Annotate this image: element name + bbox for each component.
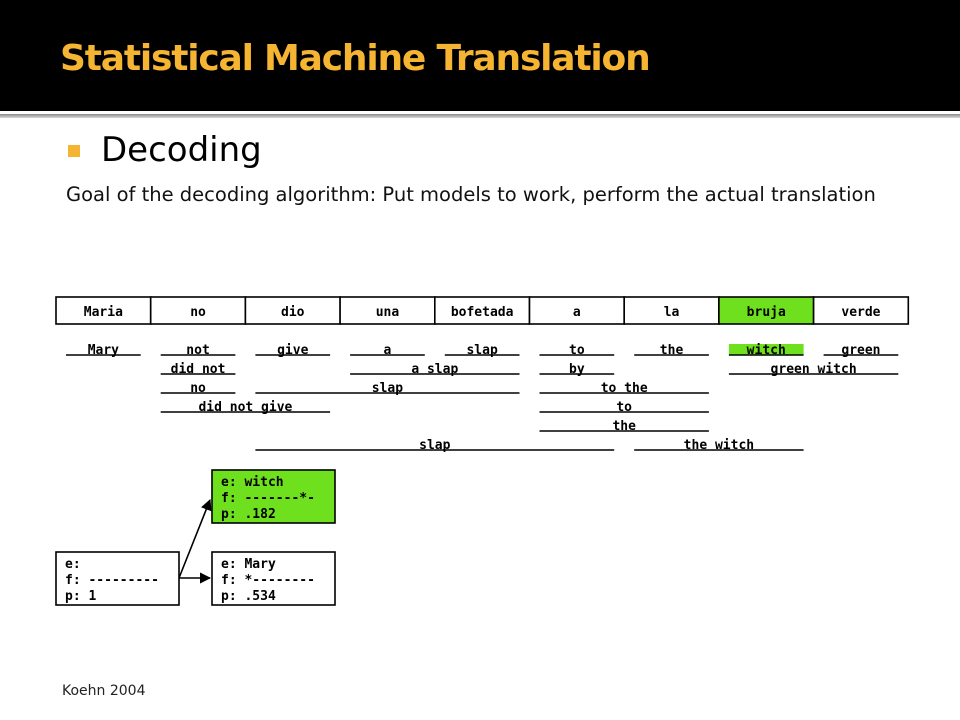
bullet-heading: Decoding xyxy=(101,130,262,170)
title-bar xyxy=(0,0,960,111)
option-no: no xyxy=(190,381,206,396)
option-the: the xyxy=(660,343,684,358)
hypothesis-p-line: p: .534 xyxy=(221,589,276,604)
option-slap: slap xyxy=(372,381,403,396)
option-did-not: did not xyxy=(171,362,226,377)
option-witch: witch xyxy=(747,343,786,358)
source-word: una xyxy=(376,305,400,320)
option-a: a xyxy=(384,343,392,358)
option-did-not-give: did not give xyxy=(198,400,292,415)
source-word: a xyxy=(573,305,581,320)
hypothesis-f-line: f: -------*- xyxy=(221,491,315,506)
slide-title: Statistical Machine Translation xyxy=(60,38,651,79)
source-word: dio xyxy=(281,305,305,320)
hypothesis-f-line: f: *-------- xyxy=(221,573,315,588)
source-cell-no xyxy=(149,296,247,325)
translation-options: Mary not give a slap to the witch green did not a … xyxy=(66,343,899,453)
option-green: green xyxy=(841,343,880,358)
source-cell-bruja xyxy=(718,296,815,325)
hypothesis-e-line: e: Mary xyxy=(221,557,276,572)
hypothesis-initial-frame xyxy=(55,551,180,606)
option-not: not xyxy=(186,343,209,358)
source-word: bruja xyxy=(747,305,786,320)
option-give: give xyxy=(277,343,308,358)
option-to-the: to the xyxy=(601,381,648,396)
body-text: Goal of the decoding algorithm: Put mode… xyxy=(66,183,876,206)
option-slap: slap xyxy=(466,343,497,358)
source-cell-maria xyxy=(55,296,152,325)
option-a-slap: a slap xyxy=(411,362,458,377)
source-word: Maria xyxy=(84,305,123,320)
title-divider xyxy=(0,114,960,118)
source-cell-verde xyxy=(812,296,910,325)
hypothesis-e-line: e: witch xyxy=(221,475,284,490)
option-green-witch: green witch xyxy=(771,362,857,377)
source-word: verde xyxy=(841,305,880,320)
option-highlight xyxy=(728,344,804,355)
option-to: to xyxy=(569,343,585,358)
arrow-to-witch xyxy=(178,498,212,579)
hypothesis-e-line: e: xyxy=(65,557,81,572)
option-mary: Mary xyxy=(88,343,119,358)
source-word: bofetada xyxy=(451,305,514,320)
citation: Koehn 2004 xyxy=(62,683,146,699)
source-cell-una xyxy=(339,296,436,325)
bullet-icon xyxy=(68,145,80,157)
hypothesis-witch-frame xyxy=(211,469,336,524)
option-to: to xyxy=(616,400,632,415)
hypothesis-initial: e:f: ---------p: 1 xyxy=(55,551,180,606)
hypothesis-f-line: f: --------- xyxy=(65,573,159,588)
option-the: the xyxy=(612,419,636,434)
option-by: by xyxy=(569,362,585,377)
hypothesis-mary-frame xyxy=(211,551,336,606)
option-slap: slap xyxy=(419,438,450,453)
option-the-witch: the witch xyxy=(684,438,754,453)
source-word: la xyxy=(664,305,680,320)
hypothesis-p-line: p: 1 xyxy=(65,589,96,604)
hypothesis-p-line: p: .182 xyxy=(221,507,276,522)
source-word: no xyxy=(190,305,206,320)
source-sentence-row: Maria no dio una bofetada a la bruja verde xyxy=(55,296,910,325)
